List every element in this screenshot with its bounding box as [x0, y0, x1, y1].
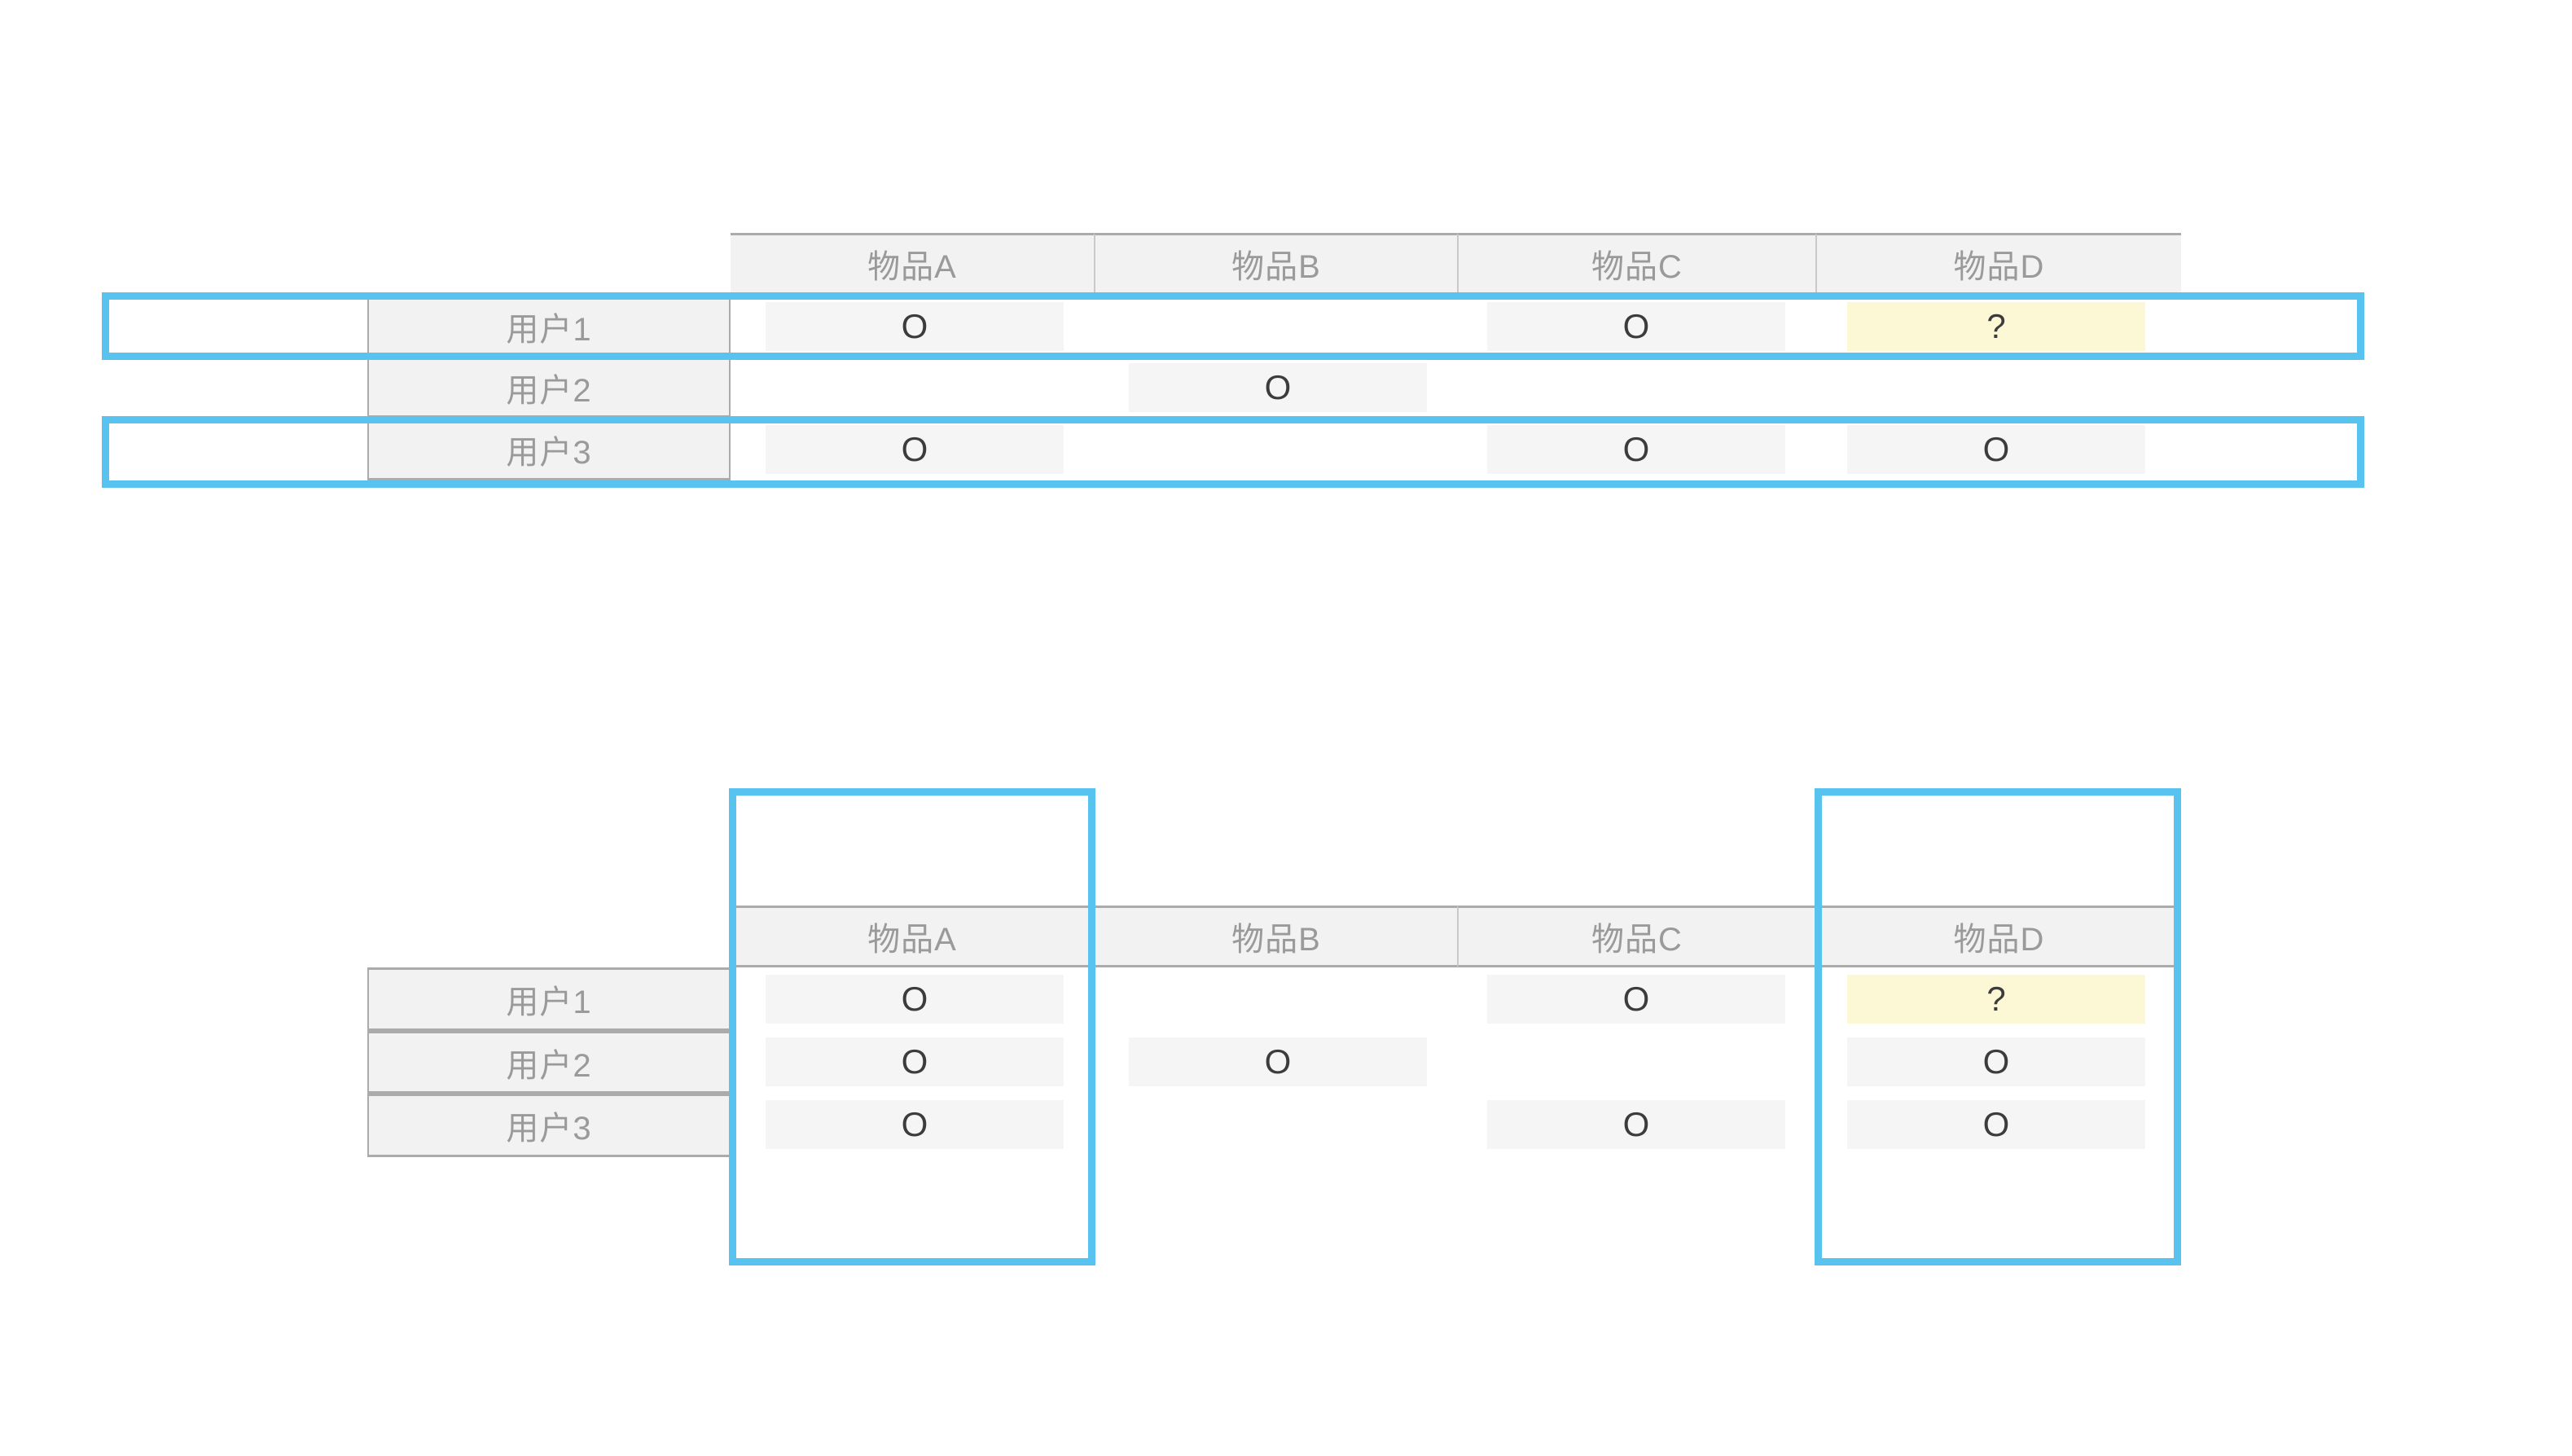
- cell-value: O: [1264, 368, 1292, 406]
- bottom-cell-user3-item-c: O: [1487, 1100, 1785, 1149]
- top-row-header-user3: 用户3: [367, 418, 731, 480]
- column-header-label: 物品D: [1953, 249, 2045, 285]
- top-cell-user1-item-b: [1129, 302, 1427, 351]
- top-cell-user1-item-d: ?: [1847, 302, 2145, 351]
- column-header-label: 物品A: [867, 249, 957, 285]
- bottom-row-header-user2: 用户2: [367, 1031, 731, 1094]
- bottom-row-header-user3: 用户3: [367, 1094, 731, 1157]
- cell-value: O: [1622, 307, 1650, 345]
- cell-value: O: [901, 980, 928, 1018]
- column-header-label: 物品D: [1953, 922, 2045, 958]
- bottom-cell-user2-item-b: O: [1129, 1037, 1427, 1086]
- top-column-header-item-a: 物品A: [731, 233, 1094, 295]
- top-cell-user3-item-b: [1129, 425, 1427, 474]
- cell-value: O: [1622, 430, 1650, 468]
- top-cell-user3-item-a: O: [766, 425, 1064, 474]
- top-cell-user1-item-a: O: [766, 302, 1064, 351]
- column-header-label: 物品B: [1231, 249, 1321, 285]
- top-column-header-item-c: 物品C: [1457, 233, 1815, 295]
- cell-value: O: [1982, 430, 2010, 468]
- row-header-label: 用户3: [506, 1111, 592, 1147]
- cell-value: O: [1622, 980, 1650, 1018]
- cell-value: O: [901, 430, 928, 468]
- bottom-cell-user2-item-d: O: [1847, 1037, 2145, 1086]
- bottom-cell-user3-item-a: O: [766, 1100, 1064, 1149]
- bottom-column-header-item-b: 物品B: [1094, 906, 1457, 967]
- top-row-header-user2: 用户2: [367, 357, 731, 418]
- top-cell-user3-item-d: O: [1847, 425, 2145, 474]
- top-row-header-user1: 用户1: [367, 295, 731, 357]
- bottom-highlight-column-item-d: [1815, 788, 2181, 1265]
- cell-value: O: [901, 1105, 928, 1143]
- top-cell-user1-item-c: O: [1487, 302, 1785, 351]
- cell-value: O: [1982, 1105, 2010, 1143]
- bottom-cell-user2-item-c: [1487, 1037, 1785, 1086]
- bottom-cell-user1-item-d: ?: [1847, 975, 2145, 1024]
- cell-value: ?: [1986, 307, 2006, 345]
- bottom-cell-user1-item-c: O: [1487, 975, 1785, 1024]
- column-header-label: 物品B: [1231, 922, 1321, 958]
- bottom-column-header-item-c: 物品C: [1457, 906, 1815, 967]
- column-header-label: 物品C: [1591, 249, 1683, 285]
- cell-value: O: [901, 1042, 928, 1081]
- cell-value: O: [1622, 1105, 1650, 1143]
- bottom-cell-user1-item-b: [1129, 975, 1427, 1024]
- column-header-label: 物品C: [1591, 922, 1683, 958]
- bottom-cell-user3-item-b: [1129, 1100, 1427, 1149]
- top-cell-user2-item-a: [766, 363, 1064, 412]
- row-header-label: 用户1: [506, 311, 592, 348]
- cell-value: O: [1264, 1042, 1292, 1081]
- bottom-cell-user3-item-d: O: [1847, 1100, 2145, 1149]
- top-cell-user2-item-c: [1487, 363, 1785, 412]
- bottom-column-header-item-d: 物品D: [1815, 906, 2181, 967]
- column-header-label: 物品A: [867, 922, 957, 958]
- cell-value: O: [1982, 1042, 2010, 1081]
- bottom-cell-user2-item-a: O: [766, 1037, 1064, 1086]
- bottom-highlight-column-item-a: [729, 788, 1095, 1265]
- bottom-row-header-user1: 用户1: [367, 967, 731, 1031]
- row-header-label: 用户2: [506, 1047, 592, 1084]
- bottom-cell-user1-item-a: O: [766, 975, 1064, 1024]
- bottom-column-header-item-a: 物品A: [731, 906, 1094, 967]
- top-cell-user3-item-c: O: [1487, 425, 1785, 474]
- row-header-label: 用户2: [506, 373, 592, 409]
- top-cell-user2-item-d: [1847, 363, 2145, 412]
- row-header-label: 用户1: [506, 985, 592, 1020]
- cell-value: ?: [1986, 980, 2006, 1018]
- top-column-header-item-b: 物品B: [1094, 233, 1457, 295]
- top-cell-user2-item-b: O: [1129, 363, 1427, 412]
- top-column-header-item-d: 物品D: [1815, 233, 2181, 295]
- cell-value: O: [901, 307, 928, 345]
- row-header-label: 用户3: [506, 434, 592, 471]
